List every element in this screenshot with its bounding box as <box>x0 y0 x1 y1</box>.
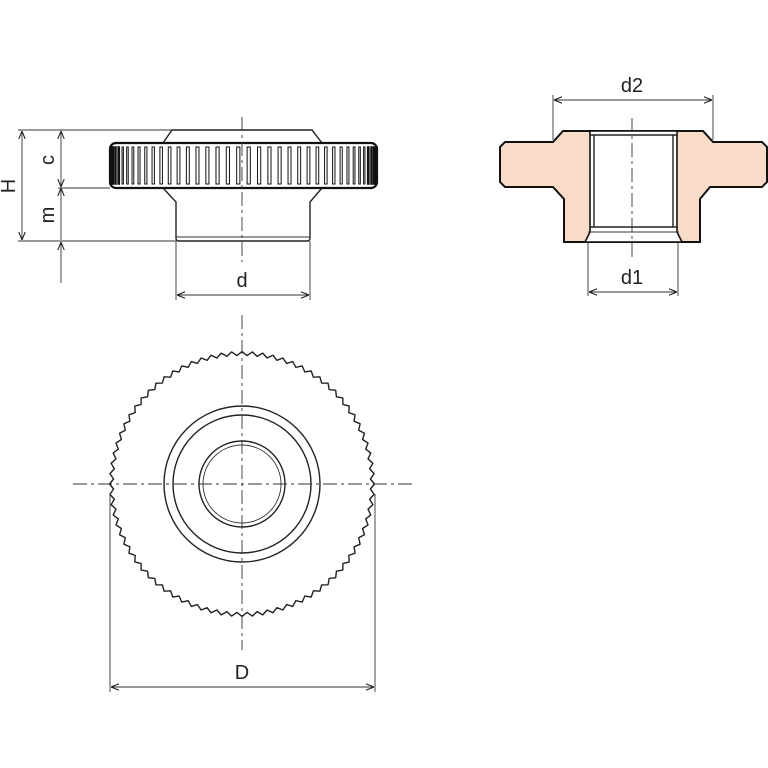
top-view: D <box>73 315 412 692</box>
knurl-ridge <box>315 146 320 185</box>
knurl-ridge <box>246 146 251 185</box>
knurl-ridge <box>225 146 230 185</box>
knurl-ridge <box>126 146 129 185</box>
knurl-ridge <box>363 146 366 185</box>
knurl-ridge <box>370 146 373 185</box>
knurl-ridge <box>121 146 124 185</box>
section-view: d2 d1 <box>499 75 768 296</box>
knurl-ridge <box>358 146 361 185</box>
stem <box>162 187 323 242</box>
knurl-ridge <box>215 146 220 185</box>
knurl-ridge <box>176 146 181 185</box>
label-D: D <box>235 662 249 684</box>
knurl-ridge <box>111 146 115 185</box>
knurl-ridge <box>372 146 376 185</box>
knurl-ridge <box>346 146 350 185</box>
knurl-ridge <box>339 146 343 185</box>
knurl-ridge <box>352 146 356 185</box>
label-H: H <box>0 179 20 193</box>
label-m: m <box>37 207 59 224</box>
knurl-ridge <box>110 146 113 185</box>
knurl-ridge <box>257 146 262 185</box>
knurl-ridge <box>195 146 200 185</box>
threaded-bore <box>583 130 684 243</box>
knurl-ridge <box>167 146 172 185</box>
knurl-ridge <box>267 146 272 185</box>
knurl-ridge <box>131 146 135 185</box>
knurl-ridge <box>117 146 121 185</box>
top-chamfer <box>162 129 323 144</box>
label-d1: d1 <box>621 267 643 289</box>
knurl-ridge <box>114 146 117 185</box>
collar-outer-circle <box>163 405 321 563</box>
knurl-ridge <box>375 146 378 185</box>
knurl-ridge <box>159 146 163 185</box>
knurl-ridge <box>151 146 155 185</box>
knurl-ridge <box>205 146 210 185</box>
knurled-band <box>108 141 379 190</box>
knurl-ridge <box>324 146 328 185</box>
label-d: d <box>236 270 247 292</box>
knurl-ridge <box>287 146 292 185</box>
knurl-ridge <box>236 146 241 185</box>
knurl-ridges <box>109 146 378 185</box>
label-d2: d2 <box>621 75 643 97</box>
knurl-ridge <box>306 146 311 185</box>
knurl-ridge <box>366 146 370 185</box>
knurl-ridge <box>332 146 336 185</box>
knurl-ridge <box>277 146 282 185</box>
knurl-ridge <box>297 146 302 185</box>
knurl-ridge <box>144 146 148 185</box>
side-view: H c m d <box>0 117 379 300</box>
knurl-ridge <box>185 146 190 185</box>
label-c: c <box>37 155 59 165</box>
knurl-ridge <box>137 146 141 185</box>
